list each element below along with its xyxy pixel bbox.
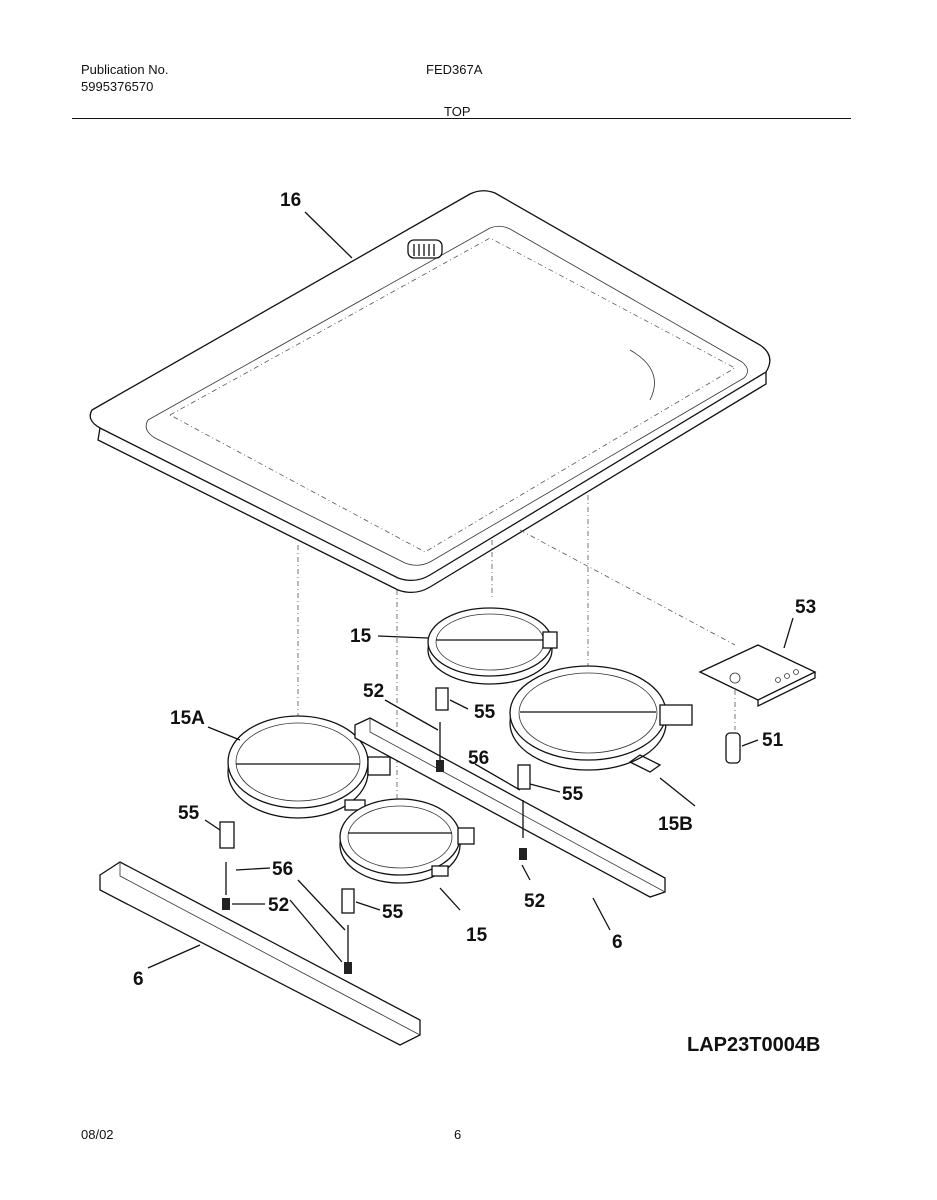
callout-bracket: 53	[795, 597, 816, 618]
callout-screw-c: 52	[268, 895, 289, 916]
screw-part	[436, 760, 444, 772]
front-rail	[99, 861, 421, 1046]
publication-label: Publication No.	[81, 62, 169, 77]
heating-element-front-right	[339, 798, 475, 884]
bracket-part	[698, 644, 817, 708]
callout-light: 51	[762, 730, 784, 751]
heating-element-rear-right	[509, 665, 693, 773]
callout-cooktop: 16	[280, 190, 301, 211]
callout-screw-b: 52	[524, 891, 545, 912]
section-title: TOP	[444, 104, 471, 119]
spacer-part	[435, 687, 449, 711]
callout-spacer-b: 55	[562, 784, 584, 805]
indicator-light-part	[725, 732, 741, 764]
screw-part	[519, 848, 527, 860]
callout-clip-b: 56	[272, 859, 293, 880]
spacer-part	[341, 888, 355, 914]
callout-screw-a: 52	[363, 681, 384, 702]
diagram-code: LAP23T0004B	[687, 1034, 821, 1056]
heating-element-front-left	[227, 715, 391, 819]
screw-part	[344, 962, 352, 974]
model-number: FED367A	[426, 62, 483, 77]
callout-spacer-a: 55	[474, 702, 496, 723]
spacer-part	[517, 764, 531, 790]
cooktop-glass-part	[89, 190, 771, 594]
callout-spacer-d: 55	[382, 902, 404, 923]
callout-element-front-left: 15A	[170, 708, 205, 729]
callout-element-front-right: 15	[466, 925, 488, 946]
vent-grille	[407, 239, 443, 259]
callout-rail-rear: 6	[612, 932, 623, 953]
publication-number: 5995376570	[81, 79, 154, 94]
callout-element-rear-left: 15	[350, 626, 372, 647]
page-number: 6	[454, 1127, 462, 1142]
screw-part	[222, 898, 230, 910]
header-rule	[72, 118, 851, 119]
callout-clip-a: 56	[468, 748, 489, 769]
rear-rail	[354, 717, 666, 898]
spacer-part	[219, 821, 235, 849]
callout-element-rear-right: 15B	[658, 814, 693, 835]
callout-spacer-c: 55	[178, 803, 200, 824]
heating-element-rear-left	[427, 607, 558, 685]
callout-rail-front: 6	[133, 969, 144, 990]
footer-date: 08/02	[81, 1127, 114, 1142]
